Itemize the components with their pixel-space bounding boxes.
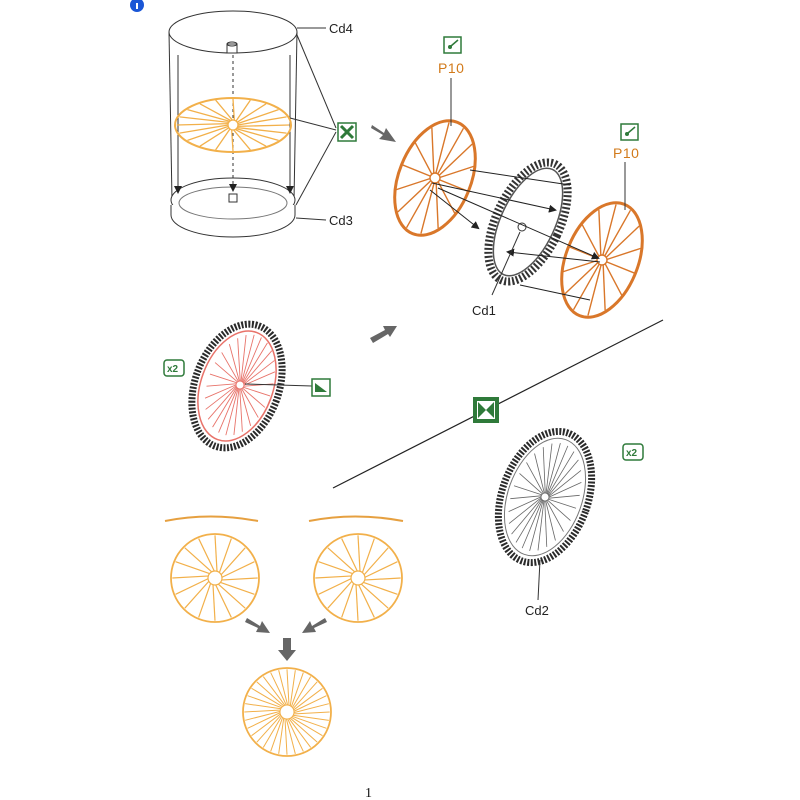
photo-etch-wheel-combined [242,667,332,757]
photo-etch-wheel-left [170,533,260,623]
label-cd2: Cd2 [525,603,549,618]
exploded-wheel [393,119,644,319]
label-p10-right: P10 [613,145,639,161]
edge-view-left [164,515,259,522]
direction-arrow [371,125,396,142]
page-number: 1 [365,786,372,800]
paint-brush-icon[interactable] [443,36,462,54]
tyre-cd1 [484,158,572,286]
info-icon[interactable] [130,0,144,12]
label-p10-left: P10 [438,60,464,76]
detail-icon[interactable] [311,378,331,397]
label-cd4: Cd4 [329,21,353,36]
combine-arrow-left [245,618,270,633]
photo-etch-wheel-right [313,533,403,623]
paint-brush-icon[interactable] [620,123,639,141]
mold-cylinder [168,10,298,238]
quantity-badge-right: x2 [622,443,644,461]
combine-arrow-down [278,638,296,661]
quantity-badge-left: x2 [163,359,185,377]
label-cd1: Cd1 [472,303,496,318]
direction-arrow-small [370,326,397,343]
wheel-spokes-in-mold [174,97,292,153]
wheel-red-spokes [188,320,286,452]
glue-icon[interactable] [337,122,357,142]
svg-text:x2: x2 [626,448,638,459]
svg-text:x2: x2 [167,364,179,375]
wheel-cd2 [494,427,596,567]
label-cd3: Cd3 [329,213,353,228]
edge-view-right [308,515,404,522]
assemble-icon[interactable] [473,397,499,423]
leader-lines-mold [289,27,337,221]
combine-arrow-right [302,618,327,633]
